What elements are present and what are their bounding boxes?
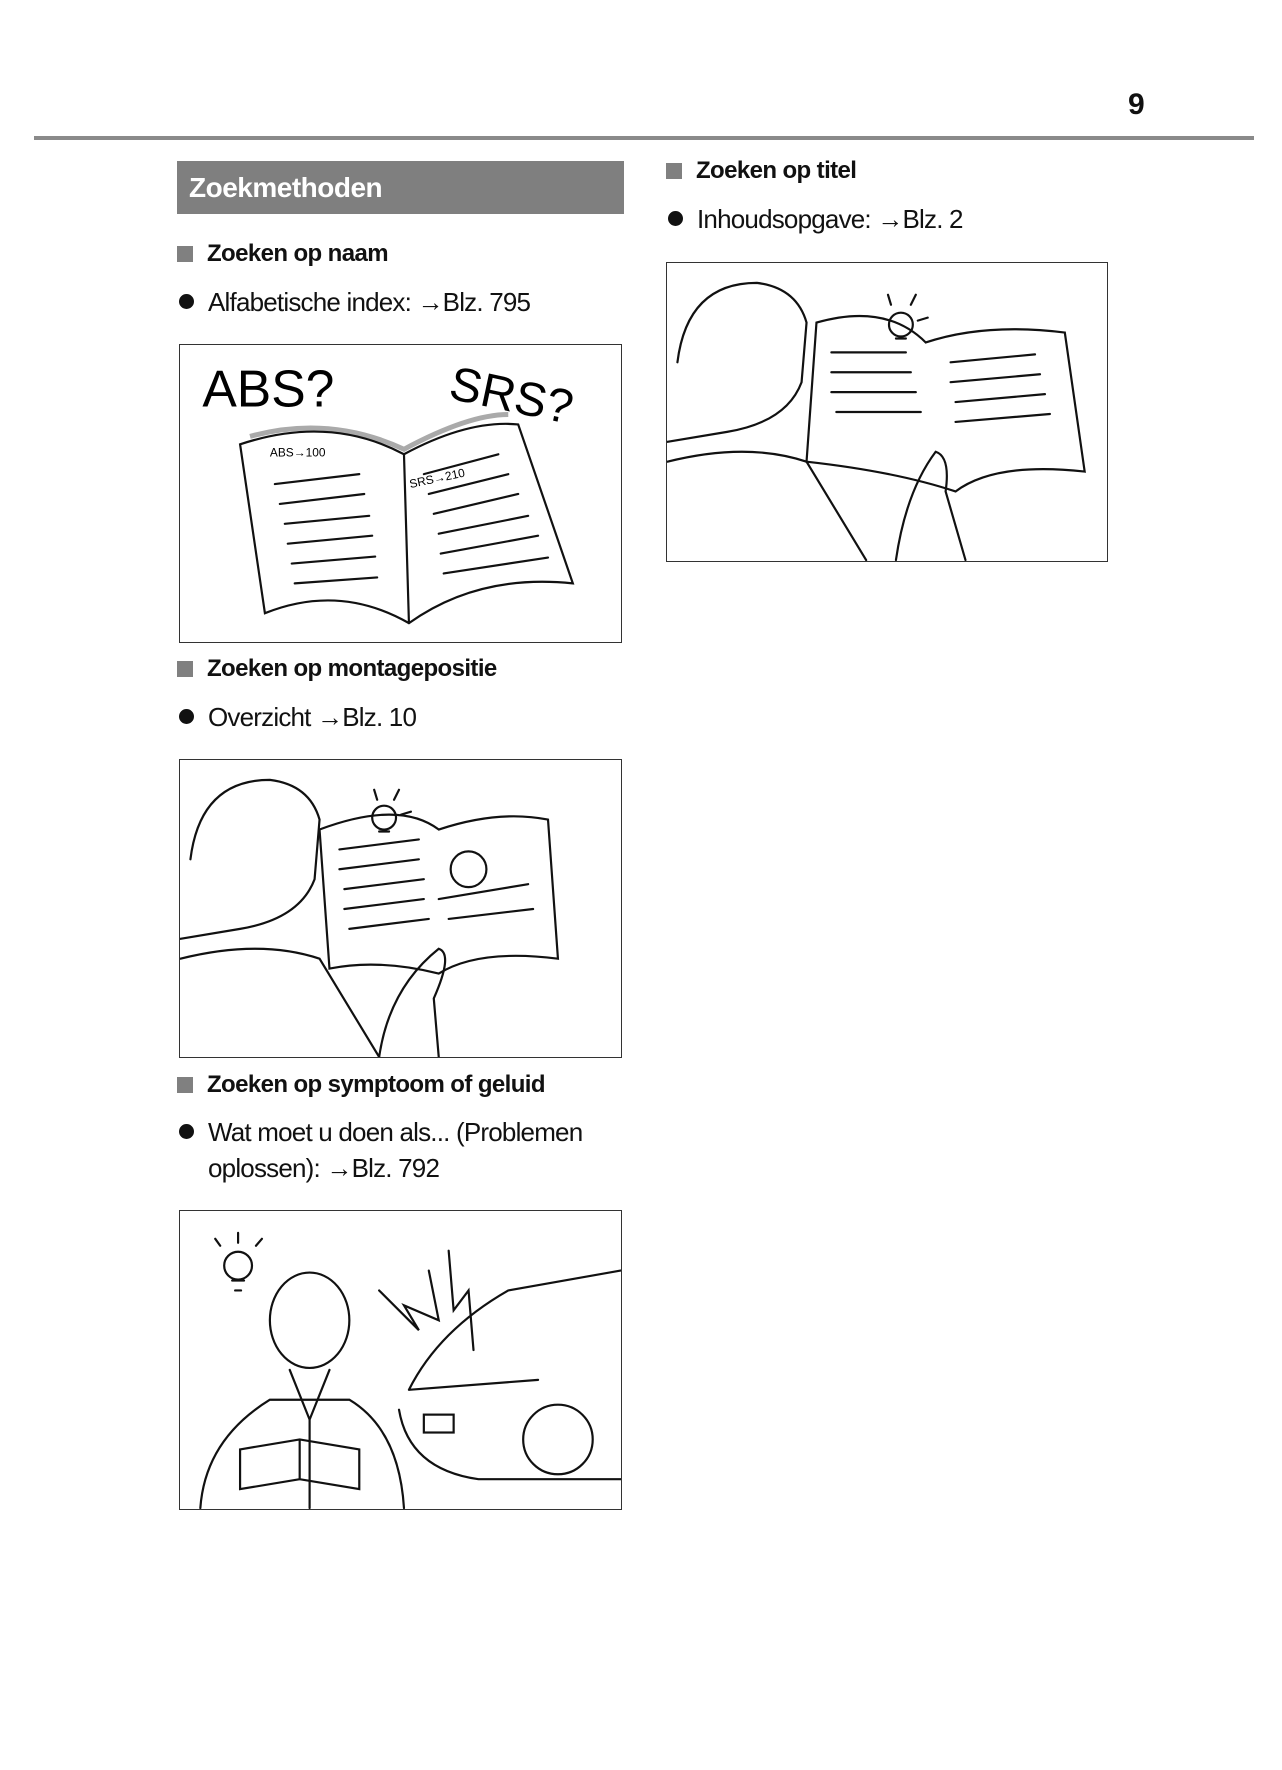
bullet-dot-icon [668, 211, 683, 226]
section-title: Zoekmethoden [177, 161, 624, 214]
bullet-dot-icon [179, 294, 194, 309]
square-bullet-icon [177, 246, 193, 262]
heading-search-by-position: Zoeken op montagepositie [177, 655, 497, 683]
bullet-text-line1: Wat moet u doen als... (Problemen [208, 1117, 583, 1147]
heading-search-by-name: Zoeken op naam [177, 240, 389, 268]
abs-label: ABS? [202, 360, 334, 418]
heading-text: Zoeken op montagepositie [207, 655, 497, 682]
bullet-text: Overzicht →Blz. 10 [208, 702, 417, 732]
bullet-text-line2: oplossen): →Blz. 792 [208, 1153, 440, 1183]
illustration-person-car-noise [179, 1210, 622, 1510]
bullet-text: Inhoudsopgave: →Blz. 2 [697, 204, 964, 234]
bullet-text: Alfabetische index: →Blz. 795 [208, 287, 531, 317]
heading-text: Zoeken op titel [696, 157, 857, 184]
bullet-overview: Overzicht →Blz. 10 [177, 699, 417, 735]
heading-text: Zoeken op symptoom of geluid [207, 1071, 545, 1098]
illustration-person-reading-overview [179, 759, 622, 1058]
bullet-dot-icon [179, 1124, 194, 1139]
heading-search-by-title: Zoeken op titel [666, 157, 857, 185]
illustration-book-abs-srs: ABS? SRS? ABS→100 SRS→210 [179, 344, 622, 643]
bullet-table-of-contents: Inhoudsopgave: →Blz. 2 [666, 201, 964, 237]
abs-page-label: ABS→100 [270, 445, 326, 459]
square-bullet-icon [177, 661, 193, 677]
heading-search-by-symptom: Zoeken op symptoom of geluid [177, 1071, 545, 1099]
bullet-alphabetical-index: Alfabetische index: →Blz. 795 [177, 284, 531, 320]
bullet-troubleshooting: Wat moet u doen als... (Problemen oploss… [177, 1114, 583, 1186]
page-number: 9 [1128, 88, 1145, 121]
heading-text: Zoeken op naam [207, 240, 389, 267]
square-bullet-icon [666, 163, 682, 179]
bullet-dot-icon [179, 709, 194, 724]
square-bullet-icon [177, 1077, 193, 1093]
header-rule [34, 136, 1254, 140]
illustration-person-reading-contents [666, 262, 1108, 562]
